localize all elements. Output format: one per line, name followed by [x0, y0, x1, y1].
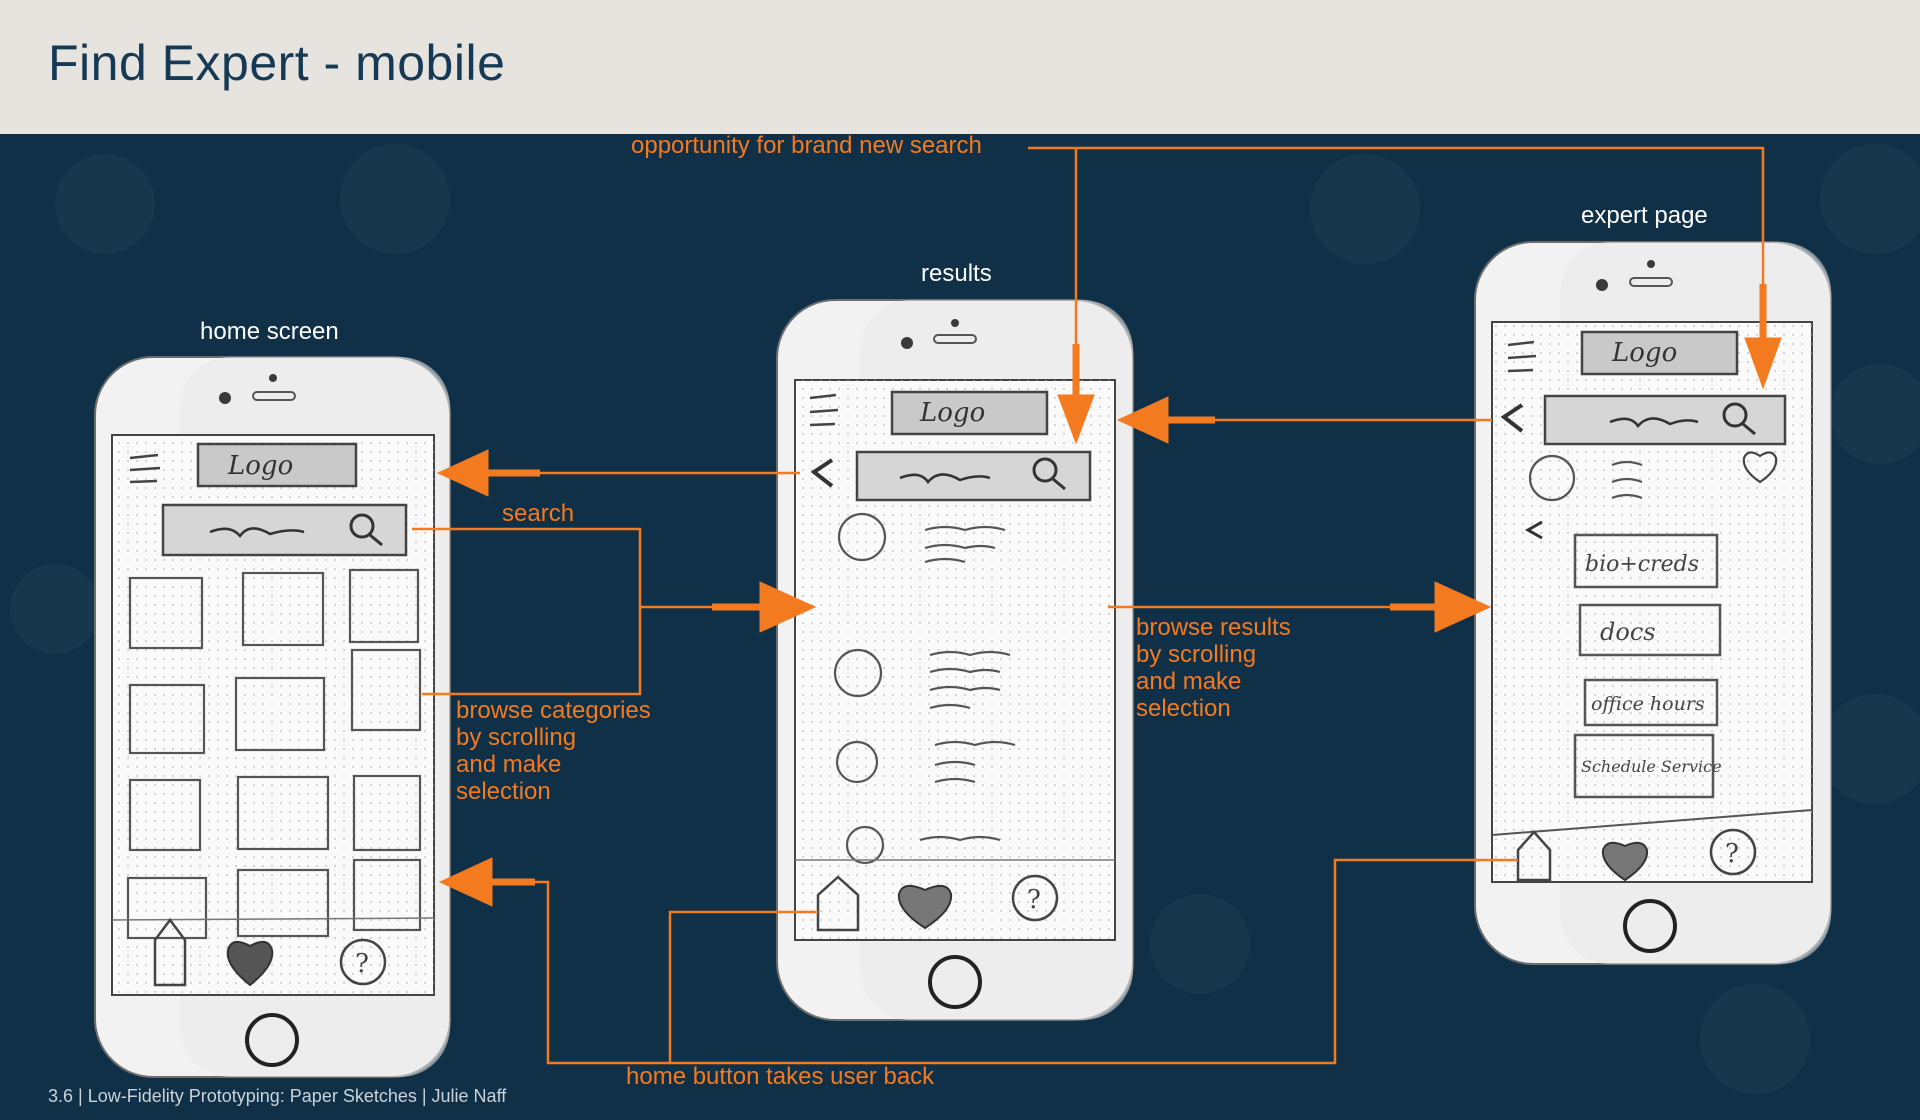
- annotation-browse-categories: browse categories by scrolling and make …: [456, 697, 651, 805]
- new-search-connector: [1028, 146, 1765, 290]
- arrow-left-results-search: [1116, 396, 1169, 444]
- docs-label: docs: [1600, 618, 1656, 646]
- logo-box: [1580, 330, 1739, 376]
- svg-text:?: ?: [1725, 839, 1739, 869]
- hamburger-icon[interactable]: [809, 393, 839, 427]
- label-home-screen: home screen: [200, 318, 339, 345]
- expert-info-scribble: [1611, 460, 1643, 500]
- annotation-line: and make: [456, 751, 562, 778]
- help-icon[interactable]: ?: [339, 938, 387, 986]
- svg-text:?: ?: [1027, 885, 1041, 915]
- svg-text:?: ?: [355, 949, 369, 979]
- hamburger-icon[interactable]: [129, 453, 161, 484]
- annotation-search: search: [502, 500, 575, 527]
- annotation-line: browse categories: [456, 697, 651, 724]
- label-expert-page: expert page: [1581, 202, 1708, 229]
- back-chevron-icon[interactable]: [810, 458, 834, 488]
- camera-dot: [219, 392, 231, 404]
- annotation-line: and make: [1136, 668, 1242, 695]
- home-button-hardware[interactable]: [1623, 899, 1677, 953]
- arrow-down-results: [1057, 394, 1095, 445]
- office-hours-label: office hours: [1591, 693, 1705, 715]
- sensor-dot: [951, 319, 959, 327]
- home-back-connector: [535, 858, 1518, 1065]
- page-title: Find Expert - mobile: [48, 35, 506, 91]
- logo-text: Logo: [227, 451, 293, 481]
- bottom-nav-home: ?: [153, 917, 387, 987]
- help-icon[interactable]: ?: [1709, 828, 1757, 876]
- heart-icon[interactable]: [897, 884, 953, 930]
- schedule-service-label: Schedule Service: [1581, 757, 1722, 776]
- footer-caption: 3.6 | Low-Fidelity Prototyping: Paper Sk…: [48, 1086, 507, 1106]
- flow-connectors: [412, 146, 1765, 1065]
- docs-button[interactable]: [1578, 603, 1722, 657]
- arrow-down-expert: [1744, 337, 1782, 390]
- logo-text: Logo: [1611, 338, 1677, 368]
- search-icon[interactable]: [349, 513, 383, 547]
- annotation-line: by scrolling: [456, 724, 577, 751]
- search-scribble: [1609, 417, 1699, 429]
- heart-icon[interactable]: [226, 940, 274, 987]
- annotation-browse-results: browse results by scrolling and make sel…: [1136, 614, 1291, 722]
- hamburger-icon[interactable]: [1507, 340, 1537, 373]
- heart-icon[interactable]: [1601, 841, 1649, 882]
- speaker-grille: [1629, 277, 1673, 287]
- annotation-new-search: opportunity for brand new search: [631, 132, 982, 159]
- category-grid[interactable]: [126, 568, 422, 940]
- office-hours-button[interactable]: [1583, 678, 1719, 727]
- bio-creds-button[interactable]: [1573, 533, 1719, 589]
- annotation-line: by scrolling: [1136, 641, 1257, 668]
- expert-avatar: [1528, 454, 1576, 502]
- search-icon[interactable]: [1722, 402, 1756, 436]
- phone-results: Logo ?: [776, 299, 1134, 1021]
- schedule-service-button[interactable]: [1573, 733, 1715, 799]
- result-list[interactable]: [833, 512, 1016, 865]
- header-bar: Find Expert - mobile: [0, 0, 1920, 134]
- flow-arrows: [436, 284, 1782, 907]
- label-results: results: [921, 260, 992, 287]
- speaker-grille: [933, 334, 977, 344]
- favorite-heart-icon[interactable]: [1742, 451, 1778, 484]
- home-icon[interactable]: [816, 875, 860, 932]
- home-icon[interactable]: [153, 917, 187, 987]
- help-icon[interactable]: ?: [1011, 874, 1059, 922]
- logo-text: Logo: [919, 398, 985, 428]
- annotation-line: browse results: [1136, 614, 1291, 641]
- back-chevron-icon[interactable]: [1500, 403, 1524, 433]
- expert-action-buttons[interactable]: [1573, 533, 1722, 799]
- logo-box: [196, 442, 358, 488]
- sensor-dot: [1647, 260, 1655, 268]
- annotation-home-button: home button takes user back: [626, 1063, 935, 1090]
- bio-creds-label: bio+creds: [1585, 552, 1699, 577]
- logo-box: [890, 390, 1049, 436]
- home-button-hardware[interactable]: [245, 1013, 299, 1067]
- back-chevron-icon[interactable]: [1524, 520, 1543, 540]
- search-scribble: [899, 473, 991, 485]
- bottom-nav-expert: ?: [1516, 828, 1757, 882]
- home-icon[interactable]: [1516, 830, 1552, 882]
- categories-to-results-connector: [422, 607, 642, 696]
- annotation-line: selection: [456, 778, 551, 805]
- search-icon[interactable]: [1032, 457, 1066, 491]
- home-back-connector-results: [668, 910, 818, 1063]
- arrow-left-home-back: [438, 857, 493, 907]
- arrow-left-home-search: [436, 449, 489, 497]
- speaker-grille: [252, 391, 296, 401]
- phone-home-screen: Logo ?: [94, 356, 451, 1078]
- arrow-right-results: [759, 581, 817, 633]
- arrow-right-expert: [1434, 581, 1492, 633]
- camera-dot: [1596, 279, 1608, 291]
- bottom-nav-results: ?: [816, 874, 1059, 932]
- home-button-hardware[interactable]: [928, 955, 982, 1009]
- phone-expert-page: Logo bio+creds docs office hours Schedul…: [1474, 241, 1832, 965]
- camera-dot: [901, 337, 913, 349]
- annotation-line: selection: [1136, 695, 1231, 722]
- sensor-dot: [269, 374, 277, 382]
- search-to-results-connector: [412, 527, 720, 609]
- search-scribble: [209, 527, 305, 539]
